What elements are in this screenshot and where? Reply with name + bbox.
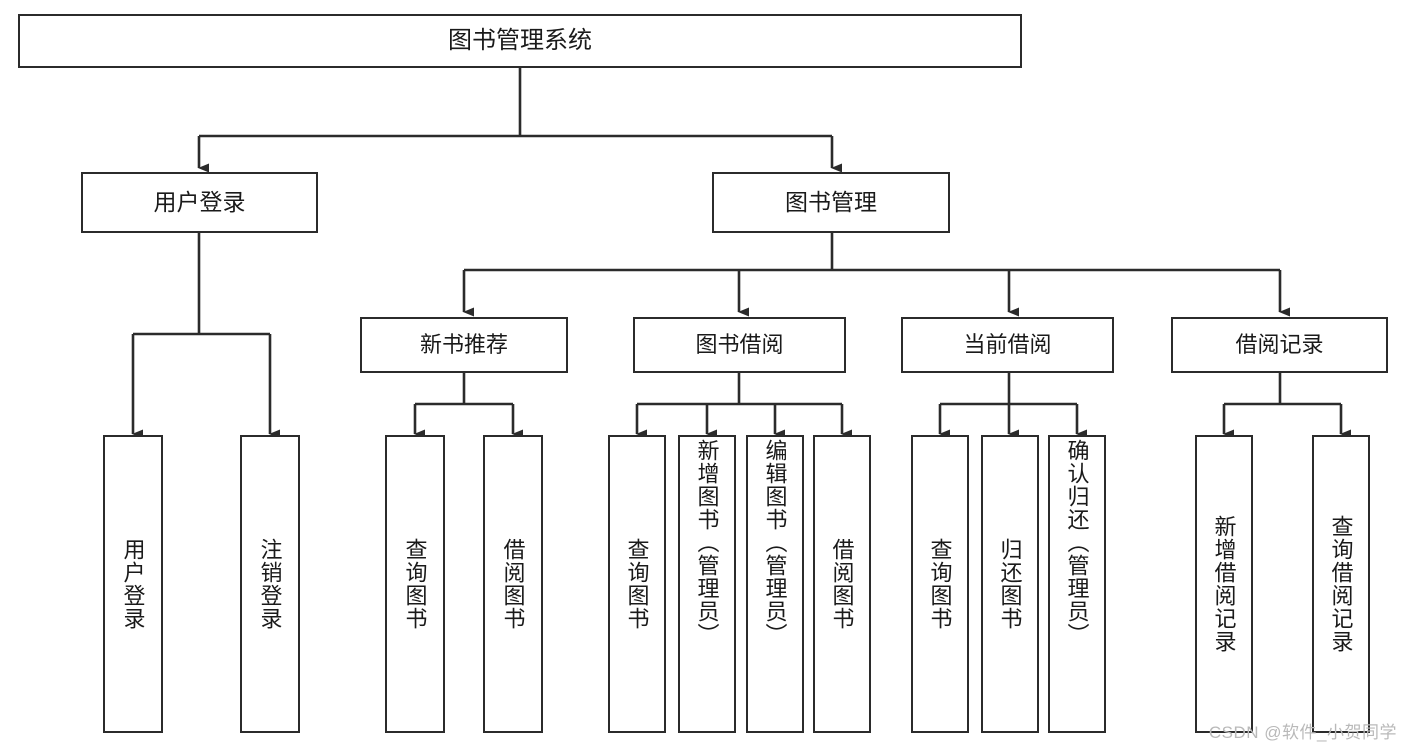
node-label: 当前借阅 [963, 332, 1052, 358]
node-leaf-add-borrow-record[interactable]: 新增借阅记录 [1195, 435, 1253, 733]
node-leaf-borrow-book-new-recommend[interactable]: 借阅图书 [483, 435, 543, 733]
node-leaf-query-book-current[interactable]: 查询图书 [911, 435, 969, 733]
node-label: 用户登录 [153, 189, 246, 216]
node-label: 借阅记录 [1235, 332, 1324, 358]
node-leaf-logout-login[interactable]: 注销登录 [240, 435, 300, 733]
node-label: 新增借阅记录 [1211, 515, 1237, 653]
node-user-login[interactable]: 用户登录 [81, 172, 318, 233]
node-leaf-query-book-new-recommend[interactable]: 查询图书 [385, 435, 445, 733]
node-label: 查询图书 [402, 538, 428, 630]
node-label: 图书管理系统 [448, 27, 592, 55]
node-leaf-borrow-book-borrow[interactable]: 借阅图书 [813, 435, 871, 733]
node-label: 注销登录 [257, 538, 283, 630]
node-label: 图书借阅 [695, 332, 784, 358]
node-leaf-query-borrow-record[interactable]: 查询借阅记录 [1312, 435, 1370, 733]
node-borrow-record[interactable]: 借阅记录 [1171, 317, 1388, 373]
node-label: 查询图书 [624, 538, 650, 630]
node-leaf-return-book[interactable]: 归还图书 [981, 435, 1039, 733]
node-root-book-management-system[interactable]: 图书管理系统 [18, 14, 1022, 68]
node-label: 查询借阅记录 [1328, 515, 1354, 653]
node-leaf-edit-book-admin[interactable]: 编辑图书（管理员） [746, 435, 804, 733]
node-label: 用户登录 [120, 538, 146, 630]
node-current-borrow[interactable]: 当前借阅 [901, 317, 1114, 373]
node-label: 编辑图书（管理员） [762, 439, 788, 646]
node-leaf-add-book-admin[interactable]: 新增图书（管理员） [678, 435, 736, 733]
node-label: 借阅图书 [500, 538, 526, 630]
node-label: 新书推荐 [419, 332, 508, 358]
node-leaf-query-book-borrow[interactable]: 查询图书 [608, 435, 666, 733]
node-book-borrow[interactable]: 图书借阅 [633, 317, 846, 373]
node-label: 归还图书 [997, 538, 1023, 630]
node-new-book-recommend[interactable]: 新书推荐 [360, 317, 568, 373]
node-leaf-user-login[interactable]: 用户登录 [103, 435, 163, 733]
node-book-manage[interactable]: 图书管理 [712, 172, 950, 233]
node-label: 借阅图书 [829, 538, 855, 630]
csdn-watermark: CSDN @软件_小贺同学 [1208, 723, 1397, 742]
node-leaf-confirm-return-admin[interactable]: 确认归还（管理员） [1048, 435, 1106, 733]
node-label: 新增图书（管理员） [694, 439, 720, 646]
node-label: 确认归还（管理员） [1064, 439, 1090, 646]
node-label: 查询图书 [927, 538, 953, 630]
node-label: 图书管理 [785, 189, 877, 216]
